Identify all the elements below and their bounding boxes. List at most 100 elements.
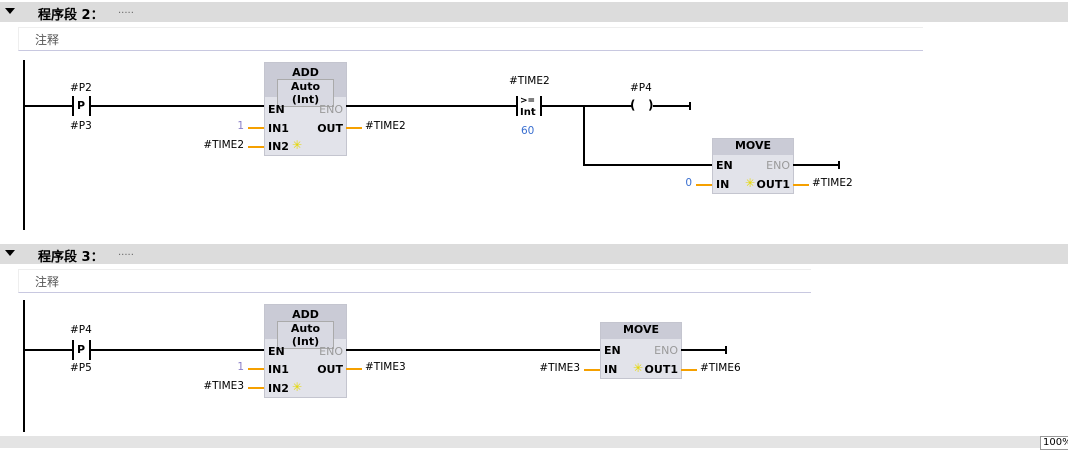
add-box[interactable]: ADD Auto (Int) EN ENO IN1 OUT IN2 ✳ <box>264 304 347 398</box>
box-name: ADD <box>292 308 319 321</box>
contact-type: P <box>77 343 86 356</box>
wire <box>25 349 73 351</box>
compare-operand1[interactable]: #TIME2 <box>509 75 550 87</box>
move-box[interactable]: MOVE EN ENO IN ✳ OUT1 <box>600 322 682 379</box>
collapse-triangle-icon[interactable] <box>5 250 15 256</box>
wire <box>91 349 265 351</box>
pin-out: OUT <box>317 122 343 135</box>
move-in-operand[interactable]: #TIME3 <box>539 362 580 374</box>
wire <box>542 105 632 107</box>
pin-out1: OUT1 <box>756 178 790 191</box>
pin-out: OUT <box>317 363 343 376</box>
pin-eno: ENO <box>654 344 678 357</box>
contact[interactable] <box>72 96 74 116</box>
pin-eno: ENO <box>319 103 343 116</box>
box-name: MOVE <box>713 139 793 155</box>
power-rail <box>23 60 25 230</box>
compare-operand2[interactable]: 60 <box>521 125 535 137</box>
move-output-star-icon[interactable]: ✳ <box>745 176 756 190</box>
add-box[interactable]: ADD Auto (Int) EN ENO IN1 OUT IN2 ✳ <box>264 62 347 156</box>
edge-bit-operand[interactable]: #P3 <box>70 120 92 132</box>
rung-end <box>838 161 840 169</box>
in2-operand[interactable]: #TIME3 <box>203 380 244 392</box>
pin-in1: IN1 <box>268 122 289 135</box>
move-output-star-icon[interactable]: ✳ <box>633 361 644 375</box>
pin-eno: ENO <box>319 345 343 358</box>
contact[interactable] <box>89 340 91 360</box>
move-box[interactable]: MOVE EN ENO IN ✳ OUT1 <box>712 138 794 194</box>
wire <box>346 368 362 370</box>
pin-in2: IN2 <box>268 140 289 153</box>
wire <box>248 146 264 148</box>
pin-en: EN <box>268 345 285 358</box>
wire <box>696 184 712 186</box>
rung-end <box>689 102 691 110</box>
network-2-header[interactable]: 程序段 2： ..... <box>0 2 1068 23</box>
add-input-star-icon[interactable]: ✳ <box>292 380 303 394</box>
box-type-select[interactable]: Auto (Int) <box>277 79 334 107</box>
pin-eno: ENO <box>766 159 790 172</box>
pin-in: IN <box>716 178 730 191</box>
pin-in2: IN2 <box>268 382 289 395</box>
network-3-header[interactable]: 程序段 3： ..... <box>0 244 1068 265</box>
compare-op: >= <box>520 96 536 106</box>
pin-in: IN <box>604 363 618 376</box>
contact-operand[interactable]: #P2 <box>70 82 92 94</box>
in2-operand[interactable]: #TIME2 <box>203 139 244 151</box>
box-name: ADD <box>292 66 319 79</box>
contact[interactable] <box>72 340 74 360</box>
wire <box>793 184 809 186</box>
edge-bit-operand[interactable]: #P5 <box>70 362 92 374</box>
wire <box>346 127 362 129</box>
pin-en: EN <box>604 344 621 357</box>
move-in-operand[interactable]: 0 <box>685 177 692 189</box>
comment-text: 注释 <box>35 275 60 289</box>
network-dots[interactable]: ..... <box>118 247 134 258</box>
in1-operand[interactable]: 1 <box>237 361 244 373</box>
wire <box>346 349 601 351</box>
in1-operand[interactable]: 1 <box>237 120 244 132</box>
pin-en: EN <box>716 159 733 172</box>
wire <box>346 105 517 107</box>
pin-en: EN <box>268 103 285 116</box>
comment-text: 注释 <box>35 33 60 47</box>
contact-type: P <box>77 99 86 112</box>
wire <box>584 369 600 371</box>
contact-operand[interactable]: #P4 <box>70 324 92 336</box>
add-input-star-icon[interactable]: ✳ <box>292 138 303 152</box>
power-rail <box>23 300 25 432</box>
collapse-triangle-icon[interactable] <box>5 8 15 14</box>
compare-type: Int <box>520 107 536 118</box>
network-comment[interactable]: 注释 <box>18 269 811 293</box>
wire <box>248 368 264 370</box>
rung-end <box>725 346 727 354</box>
wire <box>653 105 690 107</box>
wire <box>248 387 264 389</box>
out-operand[interactable]: #TIME2 <box>365 120 406 132</box>
box-name: MOVE <box>601 323 681 339</box>
branch-wire <box>583 105 585 166</box>
compare-contact[interactable] <box>540 96 542 116</box>
wire <box>681 369 697 371</box>
move-out-operand[interactable]: #TIME6 <box>700 362 741 374</box>
network-title: 程序段 2： <box>38 8 104 23</box>
network-title: 程序段 3： <box>38 250 104 265</box>
wire <box>583 164 713 166</box>
pin-in1: IN1 <box>268 363 289 376</box>
wire <box>681 349 726 351</box>
coil-operand[interactable]: #P4 <box>630 82 652 94</box>
wire <box>248 127 264 129</box>
network-comment[interactable]: 注释 <box>18 27 923 51</box>
status-bar <box>0 436 1068 448</box>
contact[interactable] <box>89 96 91 116</box>
box-type-select[interactable]: Auto (Int) <box>277 321 334 349</box>
compare-contact[interactable] <box>516 96 518 116</box>
network-dots[interactable]: ..... <box>118 5 134 16</box>
wire <box>91 105 265 107</box>
wire <box>793 164 839 166</box>
out-operand[interactable]: #TIME3 <box>365 361 406 373</box>
coil[interactable]: ( ) <box>630 98 654 112</box>
wire <box>25 105 73 107</box>
move-out-operand[interactable]: #TIME2 <box>812 177 853 189</box>
pin-out1: OUT1 <box>644 363 678 376</box>
